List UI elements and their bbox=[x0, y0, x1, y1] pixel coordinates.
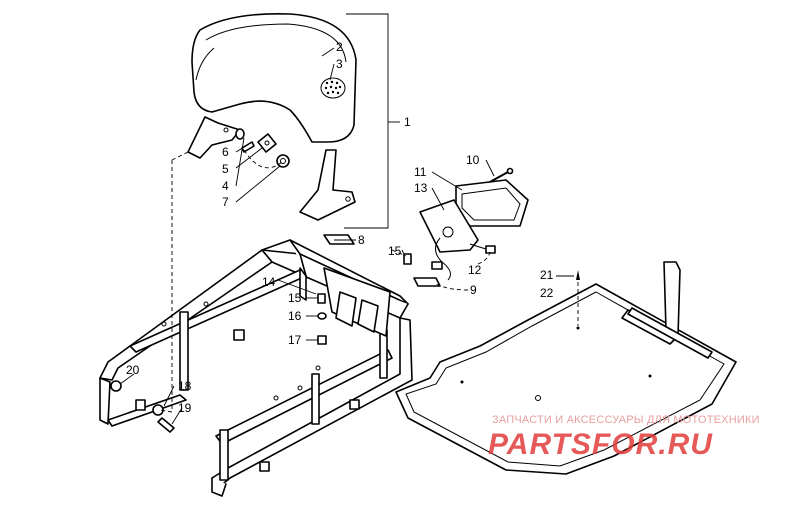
hardware-nut-7 bbox=[276, 154, 290, 168]
hardware-washer bbox=[235, 128, 245, 140]
callout-16: 16 bbox=[288, 309, 302, 323]
nut-20 bbox=[110, 380, 122, 392]
callout-18: 18 bbox=[178, 379, 192, 393]
callout-19: 19 bbox=[178, 401, 192, 415]
bolt-15-lower bbox=[317, 293, 326, 304]
callout-9: 9 bbox=[470, 283, 477, 297]
callout-21: 21 bbox=[540, 268, 554, 282]
taillight-wire bbox=[431, 237, 496, 281]
watermark-logo: PARTSFOR.RU bbox=[488, 428, 713, 461]
callout-17: 17 bbox=[288, 333, 302, 347]
floor-upright-bracket bbox=[621, 261, 713, 359]
callout-7: 7 bbox=[222, 195, 229, 209]
nut-17 bbox=[317, 335, 327, 345]
callout-10: 10 bbox=[466, 153, 480, 167]
callout-11: 11 bbox=[414, 165, 427, 179]
backrest-bracket-right bbox=[299, 149, 356, 221]
label-plate-8 bbox=[323, 234, 355, 245]
callout-20: 20 bbox=[126, 363, 140, 377]
hardware-bolt-6 bbox=[241, 141, 255, 153]
callout-6: 6 bbox=[222, 145, 229, 159]
watermark-logo-text: PARTSFOR.RU bbox=[488, 428, 713, 461]
callout-8: 8 bbox=[358, 233, 365, 247]
watermark-tagline: ЗАПЧАСТИ И АКСЕССУАРЫ ДЛЯ МОТОТЕХНИКИ bbox=[492, 414, 760, 426]
callout-5: 5 bbox=[222, 162, 229, 176]
backrest-pad bbox=[191, 13, 357, 143]
washer-16 bbox=[317, 312, 327, 320]
bolt-19 bbox=[157, 417, 175, 433]
callout-22: 22 bbox=[540, 286, 554, 300]
backrest-bracket-left bbox=[187, 116, 241, 159]
callout-15b: 15 bbox=[288, 291, 302, 305]
callout-15a: 15 bbox=[388, 244, 402, 258]
callout-4: 4 bbox=[222, 179, 229, 193]
rack-frame bbox=[99, 239, 413, 497]
callouts: 1 2 3 4 5 6 7 8 9 10 11 12 13 14 15 15 1… bbox=[126, 40, 554, 415]
callout-1: 1 bbox=[404, 115, 411, 129]
backrest-emblem bbox=[320, 77, 346, 99]
bolt-15-upper bbox=[403, 253, 412, 265]
rivet-21 bbox=[576, 270, 580, 326]
screw-10 bbox=[489, 167, 514, 183]
callout-3: 3 bbox=[336, 57, 343, 71]
taillight-lens bbox=[455, 179, 529, 227]
label-plate-9 bbox=[413, 277, 441, 287]
washer-18 bbox=[152, 404, 164, 416]
hardware-bracket-5 bbox=[257, 133, 277, 153]
callout-14: 14 bbox=[262, 275, 276, 289]
callout-12: 12 bbox=[468, 263, 482, 277]
callout-2: 2 bbox=[336, 40, 343, 54]
callout-13: 13 bbox=[414, 181, 428, 195]
